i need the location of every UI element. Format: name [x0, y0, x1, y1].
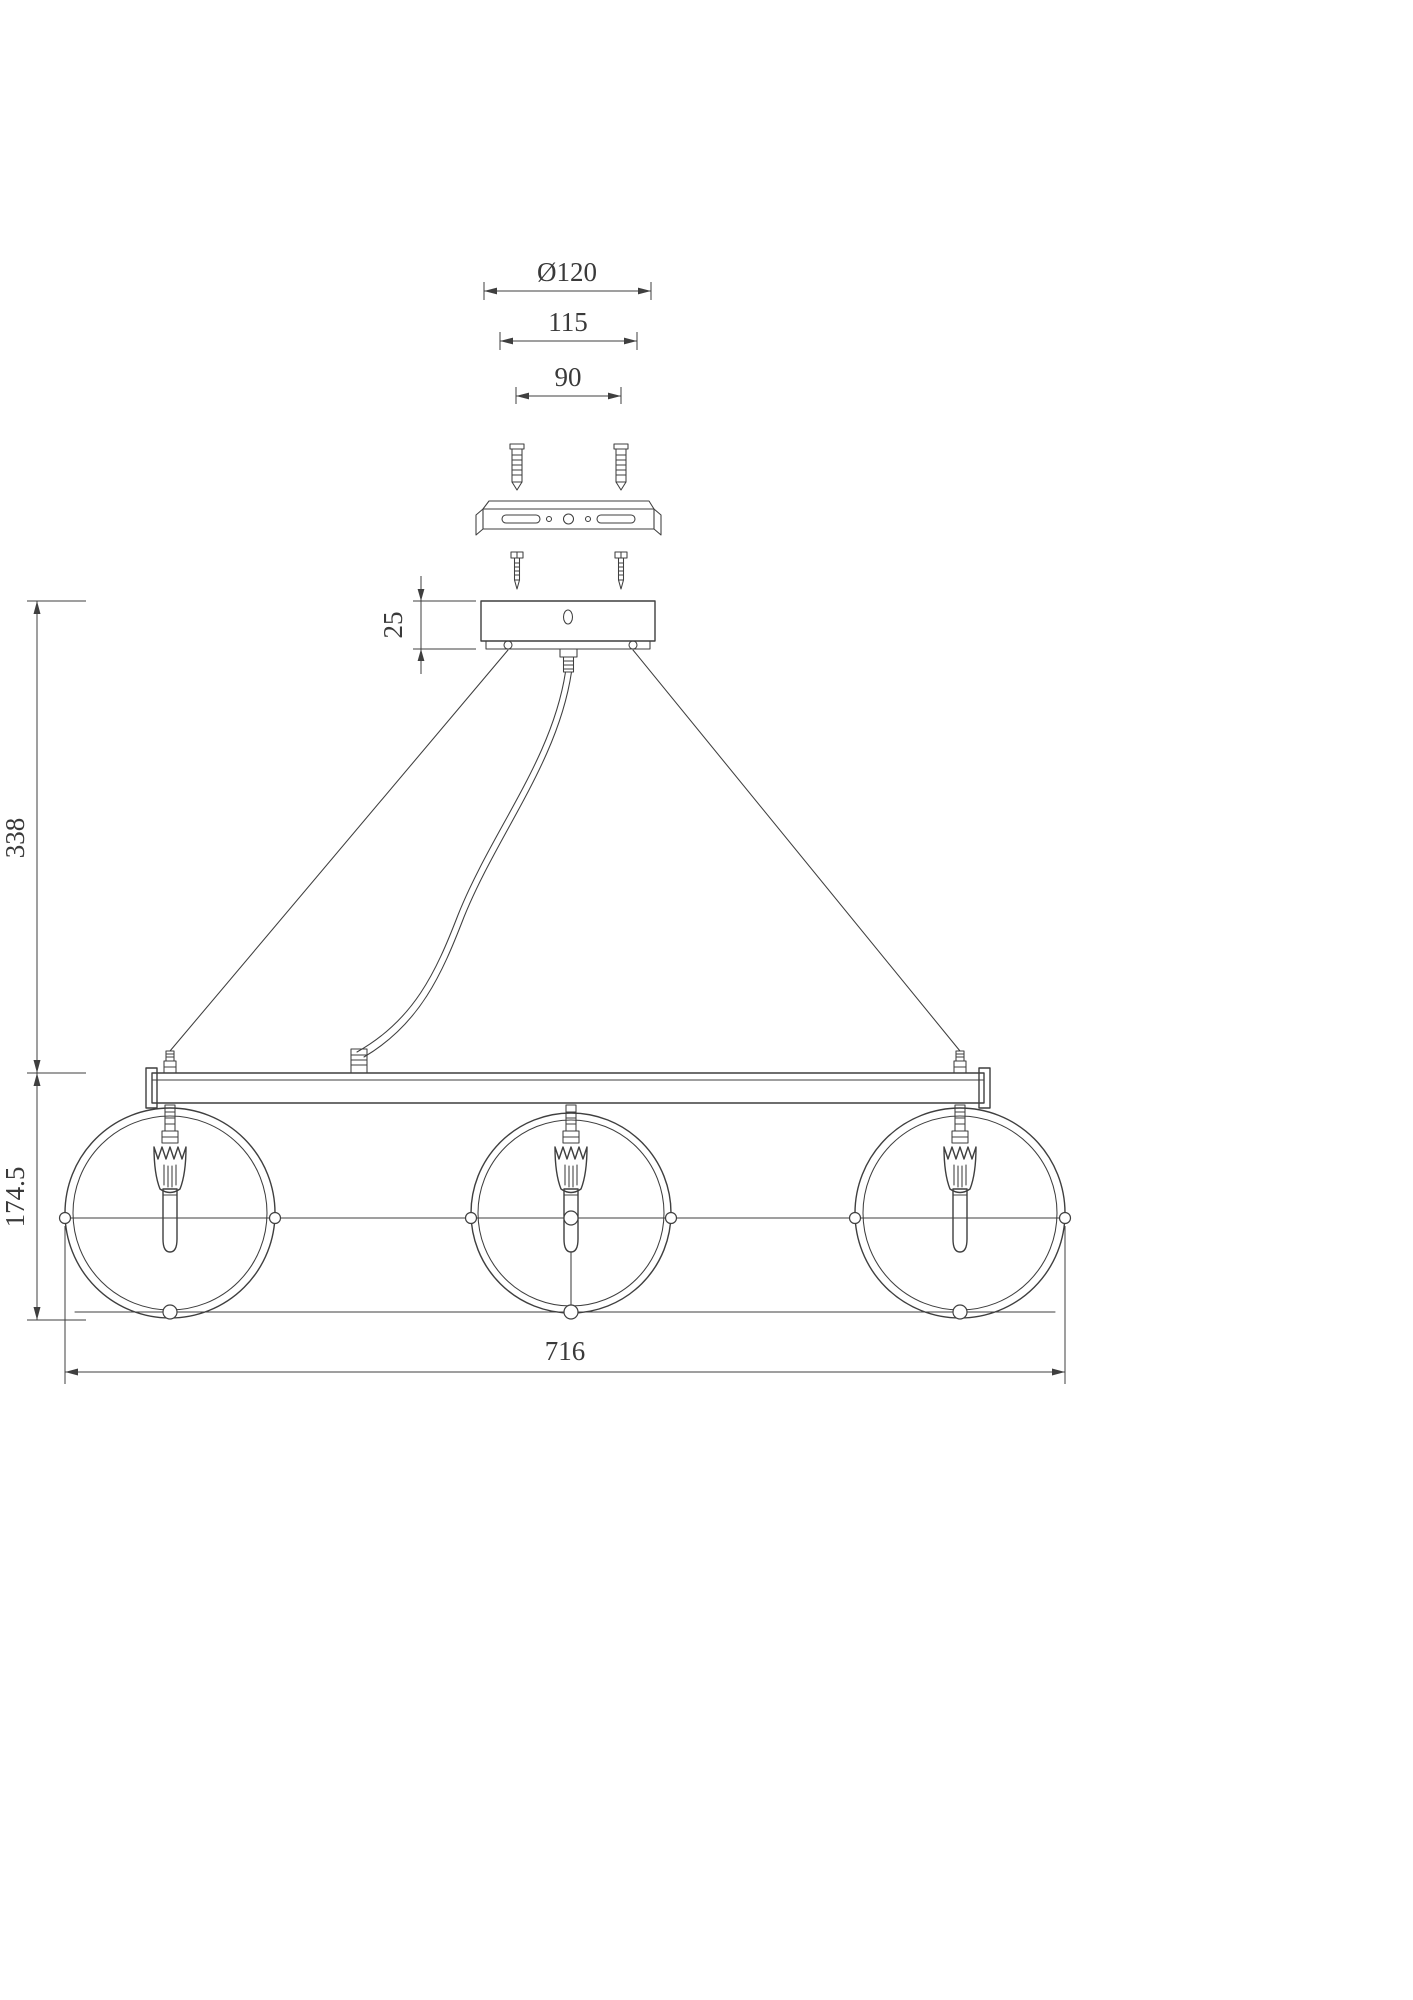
rail-ball	[162, 1304, 178, 1320]
rail-ball	[268, 1211, 282, 1225]
bar-end-cap-left	[145, 1067, 158, 1109]
ceiling-canopy	[480, 600, 656, 673]
fixture-bar	[145, 1067, 991, 1109]
dim-canopy-diameter: Ø120	[483, 257, 652, 300]
screw-left	[510, 551, 524, 590]
mid-rail	[58, 1210, 1072, 1226]
keyhole-slot	[562, 609, 574, 625]
shade-right	[854, 1107, 1066, 1319]
power-cable	[356, 671, 573, 1058]
bottom-rail	[74, 1304, 1056, 1320]
dim-label-body-height: 174.5	[0, 1167, 30, 1228]
suspension-wire-left	[169, 649, 509, 1052]
wire-adjuster-right	[953, 1050, 967, 1074]
rail-ball	[848, 1211, 862, 1225]
rail-ball	[58, 1211, 72, 1225]
rail-ball	[1058, 1211, 1072, 1225]
shade-left	[64, 1107, 276, 1319]
dim-canopy-height: 25	[378, 576, 476, 674]
wall-anchor-left	[509, 443, 525, 491]
dim-label-bracket-width: 115	[548, 307, 588, 337]
canopy-screw-head-right	[628, 640, 638, 650]
canopy-screw-head-left	[503, 640, 513, 650]
mounting-bracket	[475, 500, 662, 536]
dim-label-canopy-height: 25	[378, 612, 408, 639]
dim-label-overall-width: 716	[545, 1336, 586, 1366]
dim-label-suspension-drop: 338	[0, 818, 30, 859]
rail-ball	[563, 1304, 579, 1320]
rail-ball-center	[563, 1210, 579, 1226]
lamp-right	[943, 1104, 977, 1253]
lamp-left	[153, 1104, 187, 1253]
rail-ball	[664, 1211, 678, 1225]
dim-label-screw-spacing: 90	[555, 362, 582, 392]
dim-label-canopy-diameter: Ø120	[537, 257, 597, 287]
bar-end-cap-right	[978, 1067, 991, 1109]
rail-ball	[464, 1211, 478, 1225]
cable-fitting	[350, 1048, 368, 1074]
dim-screw-spacing: 90	[515, 362, 622, 404]
wall-anchor-right	[613, 443, 629, 491]
dim-body-height: 174.5	[0, 1073, 86, 1321]
cord-grip	[559, 648, 578, 658]
suspension-wire-right	[632, 649, 961, 1052]
rail-ball	[952, 1304, 968, 1320]
dim-overall-width: 716	[64, 1226, 1066, 1384]
lamp-center	[554, 1104, 588, 1253]
dim-suspension-drop: 338	[0, 600, 86, 1074]
wire-adjuster-left	[163, 1050, 177, 1074]
dim-bracket-width: 115	[499, 307, 638, 350]
screw-right	[614, 551, 628, 590]
